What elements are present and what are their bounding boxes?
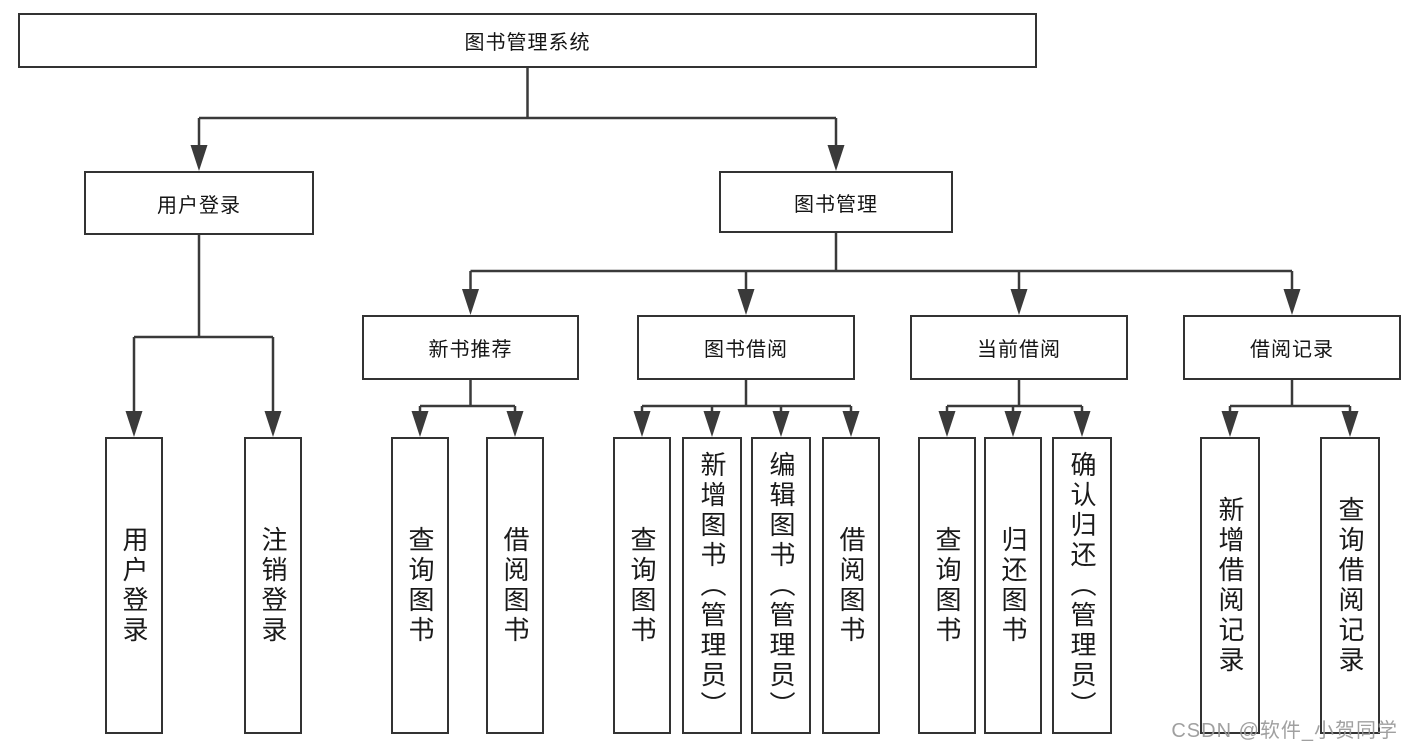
root-node-label: 图书管理系统 <box>464 32 591 54</box>
csdn-watermark: CSDN @软件_小贺同学 <box>1171 720 1398 742</box>
borrowing-records-node: 借阅记录 <box>1183 315 1401 380</box>
leaf-records-add-record: 新增借阅记录 <box>1200 437 1260 734</box>
borrowing-records-node-label: 借阅记录 <box>1250 339 1334 361</box>
leaf-logout: 注销登录 <box>244 437 302 734</box>
leaf-current-confirm-return-admin-label: 确认归还（管理员） <box>1067 450 1097 721</box>
book-management-node-label: 图书管理 <box>794 193 878 216</box>
user-login-node: 用户登录 <box>84 171 314 235</box>
leaf-records-add-record-label: 新增借阅记录 <box>1215 495 1245 676</box>
current-borrowing-node-label: 当前借阅 <box>977 339 1061 361</box>
leaf-user-login-label: 用户登录 <box>119 525 149 646</box>
new-book-recommend-node-label: 新书推荐 <box>428 339 513 361</box>
leaf-current-confirm-return-admin: 确认归还（管理员） <box>1052 437 1112 734</box>
leaf-borrowing-query-books: 查询图书 <box>613 437 671 734</box>
leaf-borrowing-add-books-admin-label: 新增图书（管理员） <box>697 450 727 721</box>
leaf-current-return-books-label: 归还图书 <box>998 525 1028 646</box>
leaf-borrowing-edit-books-admin-label: 编辑图书（管理员） <box>766 450 796 721</box>
leaf-recommend-borrow-books-label: 借阅图书 <box>500 525 530 646</box>
leaf-borrowing-borrow-books: 借阅图书 <box>822 437 880 734</box>
user-login-node-label: 用户登录 <box>157 194 241 217</box>
leaf-records-query-record: 查询借阅记录 <box>1320 437 1380 734</box>
leaf-current-query-books-label: 查询图书 <box>932 525 962 646</box>
book-borrowing-node-label: 图书借阅 <box>704 339 788 361</box>
leaf-logout-label: 注销登录 <box>258 525 288 646</box>
current-borrowing-node: 当前借阅 <box>910 315 1128 380</box>
root-node-library-management-system: 图书管理系统 <box>18 13 1037 68</box>
leaf-recommend-query-books-label: 查询图书 <box>405 525 435 646</box>
leaf-current-return-books: 归还图书 <box>984 437 1042 734</box>
leaf-recommend-query-books: 查询图书 <box>391 437 449 734</box>
book-management-node: 图书管理 <box>719 171 953 233</box>
leaf-current-query-books: 查询图书 <box>918 437 976 734</box>
new-book-recommend-node: 新书推荐 <box>362 315 579 380</box>
leaf-borrowing-borrow-books-label: 借阅图书 <box>836 525 866 646</box>
leaf-records-query-record-label: 查询借阅记录 <box>1335 495 1365 676</box>
leaf-borrowing-query-books-label: 查询图书 <box>627 525 657 646</box>
book-borrowing-node: 图书借阅 <box>637 315 855 380</box>
leaf-borrowing-add-books-admin: 新增图书（管理员） <box>682 437 742 734</box>
leaf-recommend-borrow-books: 借阅图书 <box>486 437 544 734</box>
leaf-borrowing-edit-books-admin: 编辑图书（管理员） <box>751 437 811 734</box>
leaf-user-login: 用户登录 <box>105 437 163 734</box>
